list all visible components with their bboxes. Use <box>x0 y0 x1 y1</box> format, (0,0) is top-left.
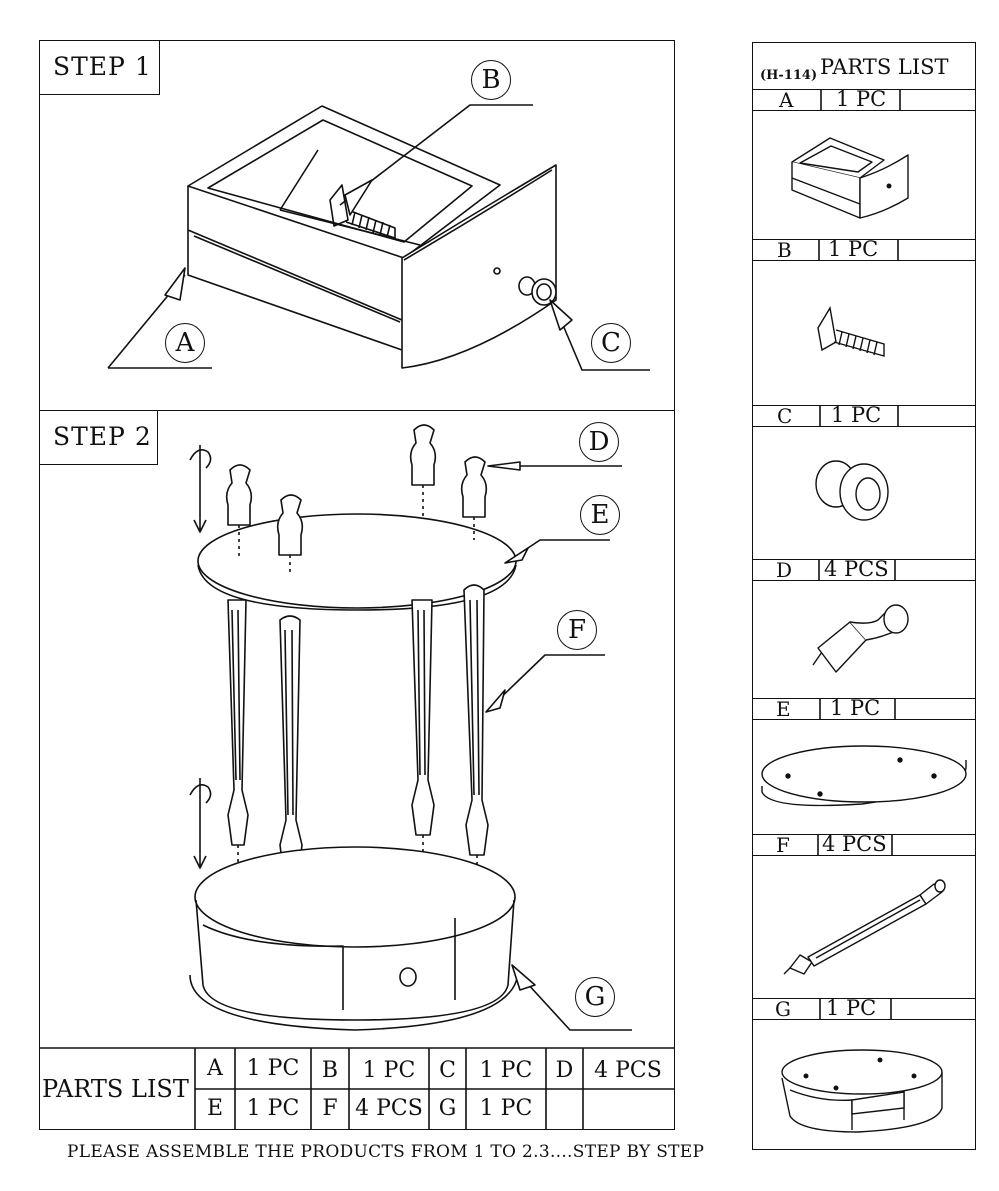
side-parts-code: (H-114) <box>760 68 818 83</box>
side-letter-f: F <box>776 833 790 857</box>
side-qty-b: 1 PC <box>828 237 879 261</box>
side-qty-a: 1 PC <box>836 87 887 111</box>
main-frame <box>39 40 675 1130</box>
step2-label: STEP 2 <box>53 422 152 451</box>
bottom-row1-letter-b: B <box>321 1058 339 1083</box>
side-letter-g: G <box>775 997 791 1021</box>
side-letter-b: B <box>777 238 792 262</box>
side-qty-f: 4 PCS <box>822 832 887 856</box>
bottom-row2-letter-f: F <box>322 1096 338 1121</box>
bottom-row1-qty-c: 1 PC <box>479 1058 533 1083</box>
callout-g: G <box>575 977 615 1017</box>
side-parts-list-frame <box>752 42 976 1150</box>
bottom-row1-letter-d: D <box>555 1058 574 1083</box>
bottom-row2-qty-e: 1 PC <box>246 1096 300 1121</box>
bottom-row2-qty-g: 1 PC <box>479 1096 533 1121</box>
bottom-row2-letter-e: E <box>206 1096 224 1121</box>
side-row-f <box>752 834 976 856</box>
side-row-a <box>752 89 976 111</box>
side-row-g <box>752 998 976 1020</box>
side-letter-e: E <box>776 697 791 721</box>
side-parts-title: PARTS LIST <box>820 55 949 79</box>
bottom-row1-letter-a: A <box>207 1056 223 1081</box>
bottom-row2-qty-f: 4 PCS <box>355 1096 423 1121</box>
side-qty-c: 1 PC <box>831 403 882 427</box>
callout-d: D <box>579 422 619 462</box>
side-qty-g: 1 PC <box>826 996 877 1020</box>
step1-label: STEP 1 <box>53 52 152 81</box>
side-letter-c: C <box>777 404 793 428</box>
step1-label-box <box>39 40 160 95</box>
callout-e: E <box>580 495 620 535</box>
side-row-b <box>752 239 976 261</box>
bottom-row2-letter-g: G <box>438 1096 457 1121</box>
bottom-row1-letter-c: C <box>439 1058 456 1083</box>
side-row-d <box>752 559 976 581</box>
callout-f: F <box>557 610 597 650</box>
step2-label-box <box>39 410 158 465</box>
callout-b: B <box>471 60 511 100</box>
bottom-row1-qty-a: 1 PC <box>246 1056 300 1081</box>
side-row-c <box>752 405 976 427</box>
callout-a-step1: A <box>165 323 205 363</box>
side-qty-d: 4 PCS <box>824 557 889 581</box>
bottom-row1-qty-b: 1 PC <box>362 1058 416 1083</box>
side-qty-e: 1 PC <box>830 696 881 720</box>
bottom-row1-qty-d: 4 PCS <box>594 1058 662 1083</box>
callout-c: C <box>591 323 631 363</box>
assembly-instructions-text: PLEASE ASSEMBLE THE PRODUCTS FROM 1 TO 2… <box>67 1142 705 1162</box>
side-letter-d: D <box>776 558 793 582</box>
step-divider <box>39 410 675 411</box>
side-row-e <box>752 698 976 720</box>
bottom-parts-list-title: PARTS LIST <box>42 1075 189 1103</box>
side-letter-a: A <box>779 88 794 112</box>
